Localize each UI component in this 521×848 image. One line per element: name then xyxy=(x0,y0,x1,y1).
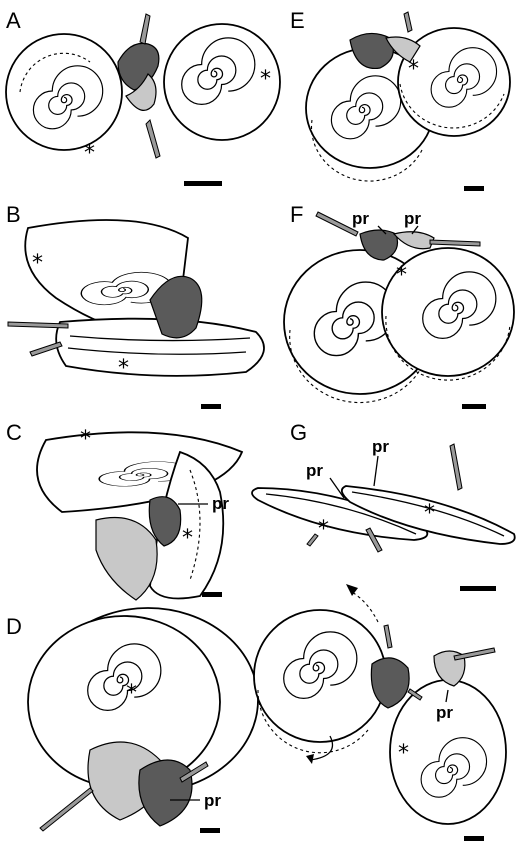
snail-foot-light xyxy=(96,518,157,601)
panel-a: A * * xyxy=(6,8,280,186)
pr-label: pr xyxy=(306,461,323,480)
scale-bar xyxy=(464,836,484,841)
panel-c: C pr * * xyxy=(6,420,242,600)
asterisk: * xyxy=(182,526,193,551)
asterisk: * xyxy=(260,67,271,92)
snail-foot-light xyxy=(394,232,434,249)
shell-left xyxy=(6,34,122,150)
asterisk: * xyxy=(118,356,129,381)
scale-bar xyxy=(184,181,222,186)
panel-c-label: C xyxy=(6,420,22,445)
panel-e-label: E xyxy=(290,8,305,33)
panel-g-label: G xyxy=(290,420,307,445)
panel-a-label: A xyxy=(6,8,21,33)
panel-d: D pr * xyxy=(6,608,258,833)
scale-bar xyxy=(462,404,486,409)
scale-bar xyxy=(464,186,484,191)
asterisk: * xyxy=(408,57,419,82)
scale-bar xyxy=(202,592,222,597)
asterisk: * xyxy=(32,251,43,276)
pr-label: pr xyxy=(404,209,421,228)
asterisk: * xyxy=(126,681,137,706)
pr-label: pr xyxy=(212,494,229,513)
panel-h: H pr * xyxy=(254,584,506,841)
asterisk: * xyxy=(396,263,407,288)
pr-label: pr xyxy=(436,703,453,722)
panel-e: E * xyxy=(290,8,510,191)
asterisk: * xyxy=(424,501,435,526)
asterisk: * xyxy=(84,141,95,166)
panel-g: G pr pr * * xyxy=(252,420,515,591)
scale-bar xyxy=(460,586,496,591)
snail-body-dark xyxy=(139,760,192,826)
panel-b-label: B xyxy=(6,202,21,227)
panel-f: F pr pr * xyxy=(284,202,514,409)
asterisk: * xyxy=(318,517,329,542)
asterisk: * xyxy=(398,741,409,766)
panel-d-label: D xyxy=(6,614,22,639)
asterisk: * xyxy=(80,427,91,452)
panel-f-label: F xyxy=(290,202,303,227)
scale-bar xyxy=(200,828,220,833)
shell-left xyxy=(254,610,386,742)
arrow-head xyxy=(346,584,358,596)
scale-bar xyxy=(201,404,221,409)
panel-b: B * * xyxy=(6,202,264,409)
pr-label: pr xyxy=(372,437,389,456)
pr-label: pr xyxy=(352,209,369,228)
pr-label: pr xyxy=(204,791,221,810)
